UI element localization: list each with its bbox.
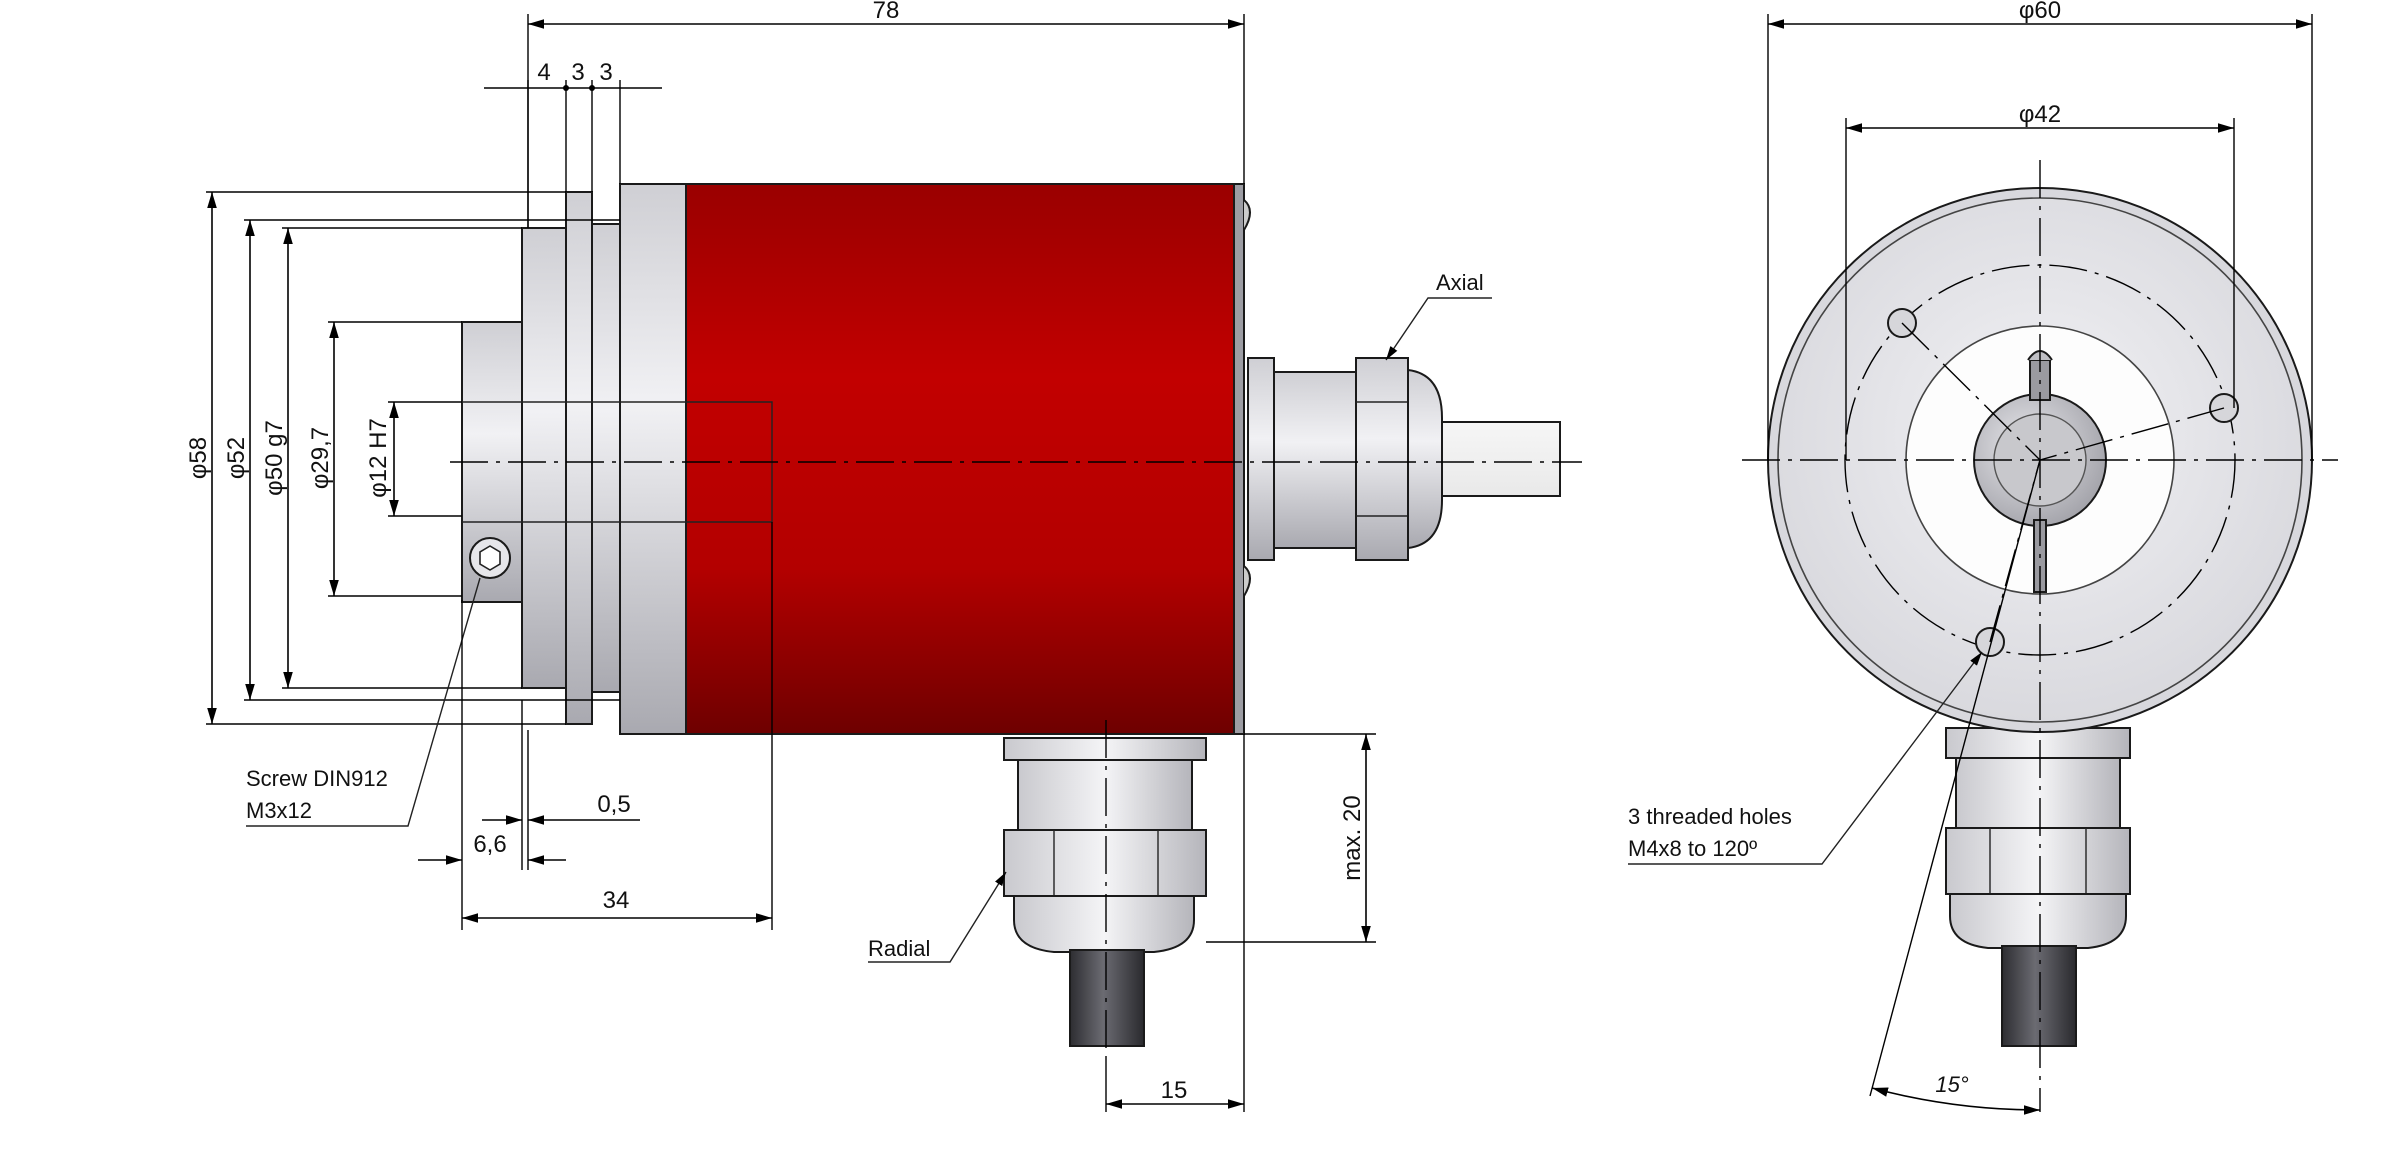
label-15: 15 <box>1161 1077 1188 1104</box>
dim-angle-15: 15° <box>1871 1072 2041 1115</box>
flange-collar <box>591 223 621 693</box>
dim-bore-depth: 34 <box>462 522 773 930</box>
label-3a: 3 <box>571 59 584 86</box>
label-dia-42: φ42 <box>2019 101 2061 128</box>
front-cable-gland <box>1945 727 2131 1047</box>
callout-radial: Radial <box>868 871 1007 963</box>
label-axial: Axial <box>1436 270 1484 295</box>
label-4: 4 <box>537 59 550 86</box>
dim-diameters-side: φ58 φ52 φ50 g7 φ29,7 φ12 H7 <box>185 191 620 725</box>
label-dia-29: φ29,7 <box>307 427 334 489</box>
label-screw-line1: Screw DIN912 <box>246 766 388 791</box>
label-holes-line2: M4x8 to 120º <box>1628 836 1757 861</box>
dim-dia-42: φ42 <box>1845 101 2235 460</box>
label-screw-line2: M3x12 <box>246 798 312 823</box>
label-0-5: 0,5 <box>597 791 630 818</box>
clamp-screw-socket <box>479 545 501 571</box>
label-radial: Radial <box>868 936 930 961</box>
radial-cable-gland <box>1003 737 1207 1047</box>
label-max-20: max. 20 <box>1339 795 1366 880</box>
label-6-6: 6,6 <box>473 831 506 858</box>
dim-max-20: max. 20 <box>1206 733 1376 943</box>
hole-line-2 <box>2039 407 2225 461</box>
callout-threaded-holes: 3 threaded holes M4x8 to 120º <box>1628 651 1983 865</box>
dim-dia-60: φ60 <box>1767 0 2313 460</box>
hole-line-1 <box>1901 322 2041 461</box>
callout-axial: Axial <box>1385 270 1492 361</box>
label-3b: 3 <box>599 59 612 86</box>
rear-bolt-bottom <box>1243 565 1251 597</box>
flange-step <box>521 227 567 689</box>
dim-small-offsets: 0,5 6,6 <box>418 600 640 930</box>
dim-radial-offset: 15 <box>1105 734 1245 1112</box>
label-34: 34 <box>603 887 630 914</box>
side-view: 78 4 3 3 φ58 φ52 φ <box>185 0 1582 1112</box>
axial-cable-gland <box>1247 357 1561 561</box>
angle-ref-line <box>1869 459 2041 1097</box>
label-dia-60: φ60 <box>2019 0 2061 24</box>
red-housing <box>685 183 1235 735</box>
rear-cap <box>1233 183 1245 735</box>
label-15-deg: 15° <box>1935 1072 1968 1097</box>
label-dia-50: φ50 g7 <box>261 420 288 496</box>
callout-screw: Screw DIN912 M3x12 <box>246 577 481 827</box>
rear-bolt-top <box>1243 199 1251 231</box>
label-dia-52: φ52 <box>223 437 250 479</box>
label-78: 78 <box>873 0 900 24</box>
label-holes-line1: 3 threaded holes <box>1628 804 1792 829</box>
flange-plate <box>565 191 593 725</box>
dim-flange-thickness: 4 3 3 <box>484 59 662 228</box>
label-dia-58: φ58 <box>185 437 212 479</box>
housing-ring <box>619 183 687 735</box>
front-view: φ60 φ42 15° 3 threaded holes M4x8 to 120… <box>1628 0 2338 1115</box>
label-dia-12: φ12 H7 <box>365 418 392 498</box>
